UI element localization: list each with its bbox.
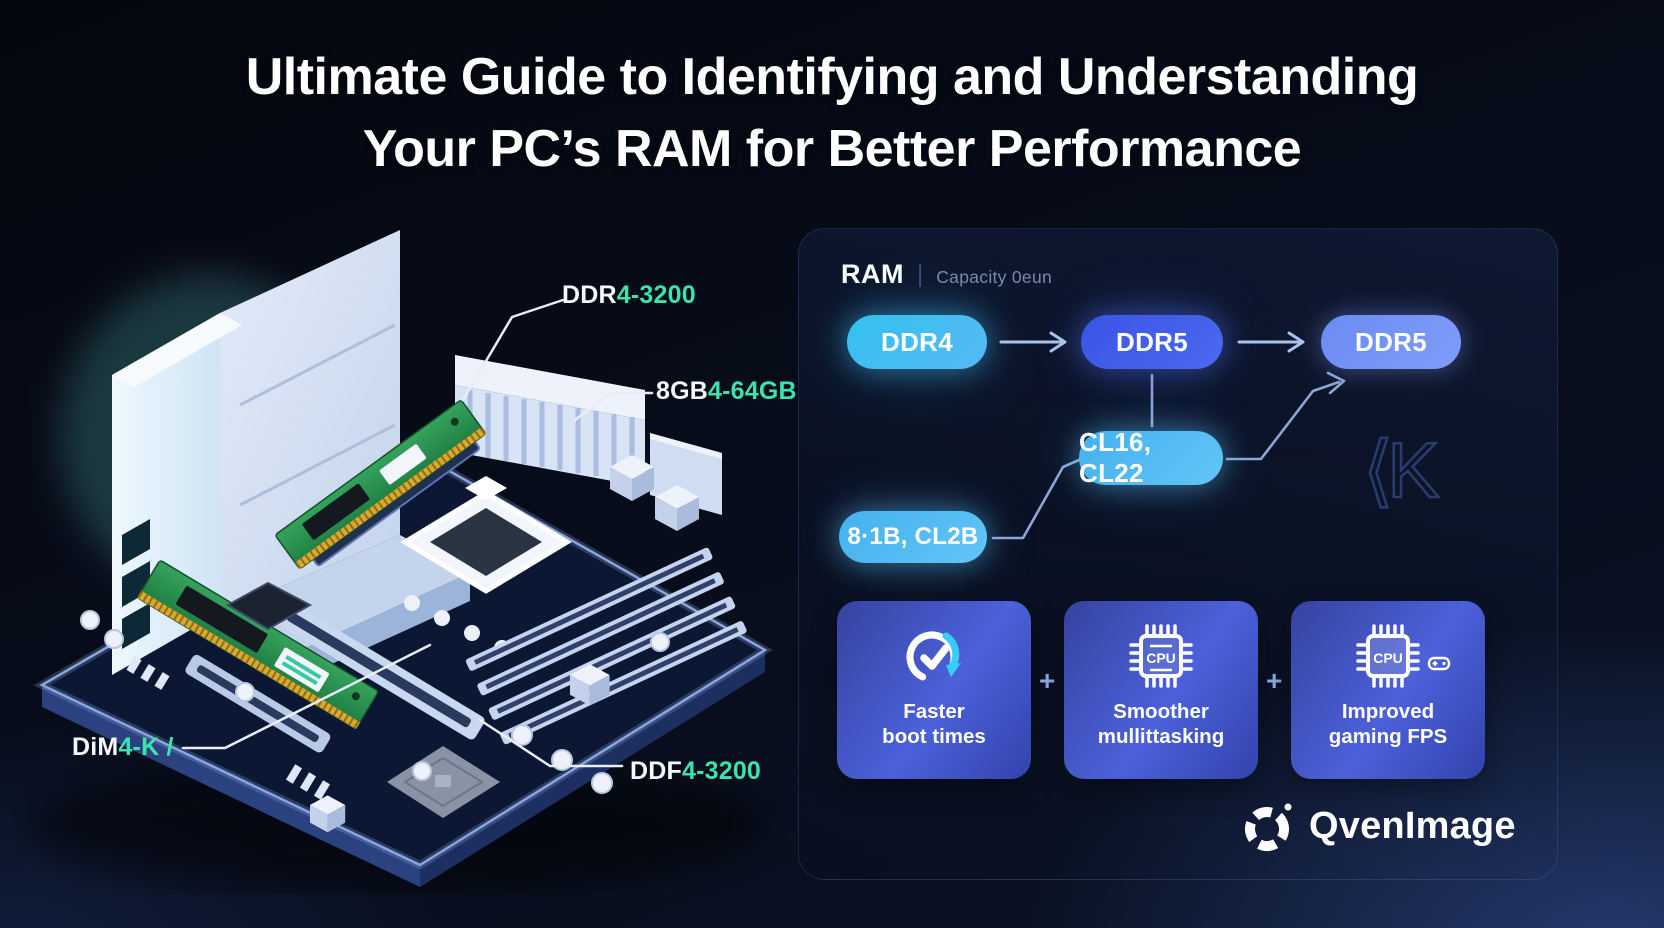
expansion-slot-2: [185, 654, 331, 753]
watermark-k-icon: ⟨K: [1362, 425, 1447, 515]
callout-line-8gb: [573, 391, 654, 422]
brand-logo: QvenImage: [1240, 798, 1516, 854]
cpu-chip-icon: CPU: [1128, 623, 1194, 689]
panel-header: RAM | Capacity 0eun: [841, 259, 1052, 290]
plus-separator: +: [1266, 665, 1283, 696]
callout-line-ddr4: [461, 298, 565, 402]
info-panel: RAM | Capacity 0eun DDR4 DDR5 DDR5: [798, 228, 1558, 880]
boot-speed-icon: [901, 623, 967, 689]
segmented-ring-icon: [1245, 803, 1292, 851]
label-ram-stick-bottom: DDF4-3200: [630, 757, 762, 785]
label-capacity-range: 8GB4-64GB: [656, 377, 797, 405]
callout-line-dim: [181, 643, 432, 750]
plus-separator: +: [1039, 665, 1056, 696]
spec-node-capacity: 8·1B, CL2B: [839, 511, 987, 563]
page-title: Ultimate Guide to Identifying and Unders…: [0, 42, 1664, 186]
cpu-gaming-icon: CPU: [1355, 623, 1451, 689]
cpu-socket: [400, 476, 572, 656]
title-line-2: Your PC’s RAM for Better Performance: [362, 119, 1302, 178]
ram-stick-1: [275, 400, 486, 569]
pin-headers: [126, 656, 331, 800]
brand-name: QvenImage: [1309, 804, 1516, 847]
dimm-slots: [465, 547, 747, 745]
gamepad-icon: [1427, 656, 1451, 671]
callout-line-ddf: [478, 718, 624, 768]
motherboard-illustration: [30, 230, 773, 895]
component-cubes: [310, 455, 699, 833]
svg-text:⟨K: ⟨K: [1363, 426, 1439, 514]
small-ic: [225, 581, 313, 631]
card-label: Improved gaming FPS: [1328, 700, 1448, 748]
title-line-1: Ultimate Guide to Identifying and Unders…: [245, 48, 1419, 106]
card-label: Faster boot times: [882, 700, 986, 748]
arrow-right-icon: [1237, 331, 1305, 353]
card-label: Smoother mullittasking: [1097, 700, 1225, 748]
panel-subtitle: Capacity 0eun: [936, 267, 1053, 287]
motherboard-board: [33, 455, 773, 887]
label-ram-stick-top: DDR4-3200: [562, 281, 696, 309]
flow-node-ddr5: DDR5: [1081, 315, 1223, 369]
flow-node-ddr5-2: DDR5: [1321, 315, 1461, 369]
ram-stick-2: [137, 560, 379, 730]
header-divider: |: [917, 261, 924, 288]
flow-node-ddr4: DDR4: [847, 315, 987, 369]
callout-lines: [181, 298, 654, 768]
arrow-right-icon: [999, 331, 1067, 353]
card-smoother-multitasking: CPU Smoother mullittasking: [1064, 601, 1258, 779]
spec-node-latency: CL16, CL22: [1079, 427, 1223, 488]
svg-text:CPU: CPU: [1146, 650, 1176, 666]
svg-text:CPU: CPU: [1373, 650, 1403, 666]
label-dimm-slot: DiM4-K /: [72, 733, 174, 761]
card-improved-fps: CPU Improved gaming FPS: [1291, 601, 1485, 779]
card-faster-boot: Faster boot times: [837, 601, 1031, 779]
panel-title: RAM: [841, 259, 904, 289]
